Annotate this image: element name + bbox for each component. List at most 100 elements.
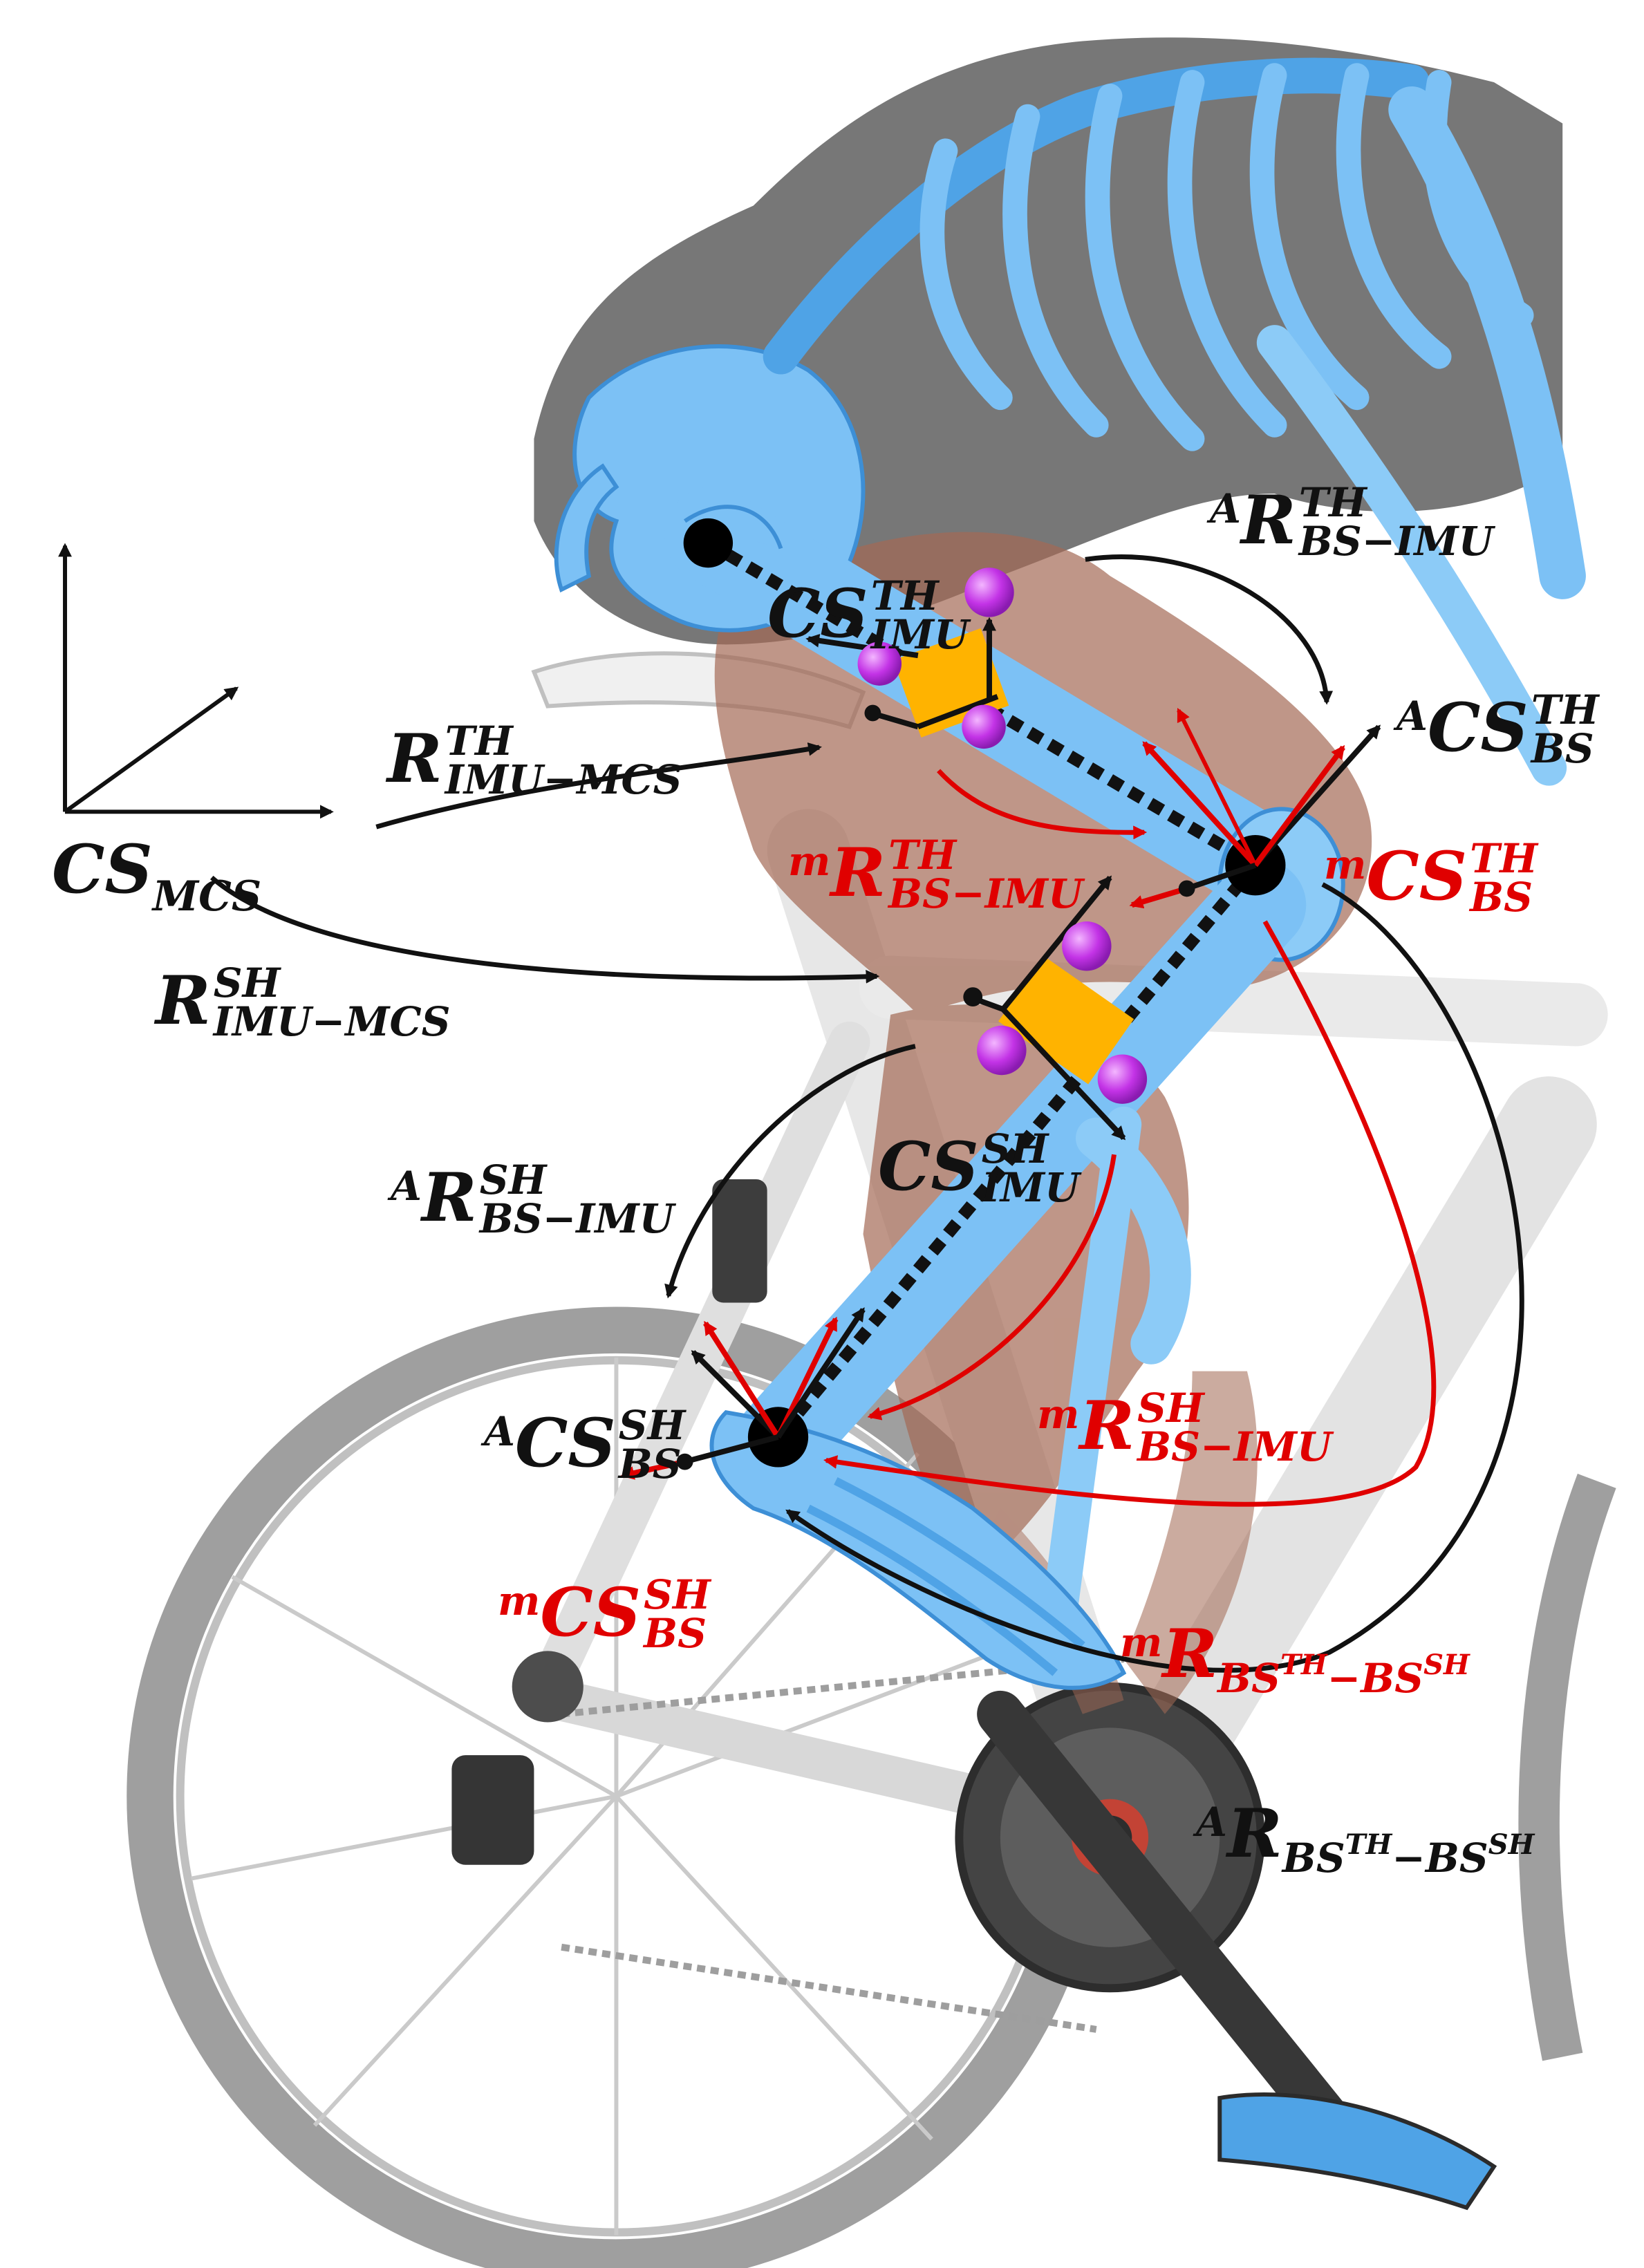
label-main: R: [156, 962, 211, 1040]
label-pre: m: [788, 838, 831, 885]
knee-frames: [1129, 707, 1381, 909]
label-main: CS: [1366, 837, 1468, 915]
label-sup: SH: [618, 1402, 686, 1450]
label-sup-a: TH: [1345, 1828, 1392, 1861]
label-main: R: [1227, 1794, 1282, 1873]
label-pre: m: [1037, 1391, 1080, 1438]
label-pre: m: [1120, 1619, 1163, 1666]
label-main: R: [830, 834, 886, 912]
arrow-a-r-bs-imu-sh: [664, 1044, 916, 1299]
label-sub-mid: −BS: [1392, 1835, 1488, 1882]
label-m-r-th-sh: mRBSTH−BSSH: [1120, 1619, 1470, 1699]
label-sup-b: SH: [1423, 1649, 1470, 1681]
label-sub: BS: [644, 1610, 707, 1658]
segment-axes: [704, 537, 1260, 1441]
label-main: R: [1079, 1387, 1135, 1465]
label-sub: BS−IMU: [1298, 518, 1494, 565]
label-pre: A: [1196, 1799, 1228, 1846]
label-sup: SH: [213, 959, 281, 1007]
fibula: [1037, 1106, 1142, 1664]
label-main: CS: [878, 1127, 979, 1206]
label-sub: IMU−MCS: [213, 998, 451, 1046]
label-main: CS: [515, 1404, 616, 1482]
arrow-r-imu-mcs-th: [375, 742, 822, 830]
arrow-r-imu-mcs-sh: [209, 875, 880, 984]
crank-arm: [977, 1690, 1367, 2163]
marker: [857, 641, 902, 686]
spine: [763, 57, 1430, 375]
label-pre: A: [1210, 485, 1242, 532]
label-pre: A: [391, 1163, 422, 1210]
label-sub: BS: [618, 1441, 682, 1488]
label-sup: TH: [1470, 835, 1538, 883]
black-transform-arrows: [209, 554, 1524, 1673]
label-main: R: [387, 720, 442, 798]
label-sub-a: BS: [1217, 1655, 1281, 1702]
mcs-frame: [58, 543, 334, 819]
hip-joint-center: [683, 518, 734, 568]
thigh-axis: [704, 537, 1259, 871]
label-sub: BS: [1470, 874, 1533, 921]
label-sup: TH: [445, 718, 513, 765]
down-tube: [1089, 1076, 1597, 1858]
forearm: [1256, 325, 1567, 786]
shoe-pedal: [1217, 2092, 1497, 2211]
label-sup-a: TH: [1280, 1649, 1327, 1681]
label-pre: A: [484, 1408, 516, 1455]
tibia: [736, 859, 1307, 1486]
label-sup: TH: [870, 572, 939, 620]
arrow-m-r-th-sh: [823, 920, 1437, 1507]
label-sub-mid: −BS: [1327, 1655, 1424, 1702]
arrow-a-r-bs-imu-th: [1085, 554, 1334, 705]
shank-imu: [963, 875, 1148, 1141]
label-cs-mcs: CSMCS: [52, 836, 261, 918]
arrow-m-r-bs-imu-th: [937, 769, 1148, 840]
skeleton: [554, 57, 1586, 2211]
label-a-r-th-sh: ARBSTH−BSSH: [1196, 1799, 1535, 1879]
marker: [1097, 1054, 1148, 1104]
label-sup: TH: [888, 832, 957, 879]
label-sup: TH: [1298, 479, 1367, 527]
label-main: CS: [52, 830, 153, 908]
humerus: [1388, 86, 1586, 599]
arrow-a-r-th-sh: [785, 882, 1524, 1673]
label-main: R: [422, 1159, 477, 1237]
label-sup: SH: [479, 1156, 547, 1204]
label-sup: SH: [644, 1571, 711, 1619]
label-sub: BS−IMU: [888, 870, 1083, 918]
label-sub: IMU: [870, 611, 969, 659]
label-sub-a: BS: [1282, 1835, 1345, 1882]
marker: [964, 568, 1014, 617]
shank-axis: [773, 861, 1260, 1441]
label-main: CS: [1428, 688, 1529, 767]
arrow-m-r-bs-imu-sh: [867, 1154, 1117, 1421]
ribcage: [919, 63, 1534, 451]
label-sup: SH: [981, 1125, 1049, 1173]
label-pre: m: [1324, 841, 1367, 888]
label-main: CS: [540, 1573, 642, 1651]
label-pre: A: [1397, 693, 1428, 740]
thigh-imu: [805, 568, 1014, 749]
marker: [962, 704, 1006, 749]
label-sup: SH: [1137, 1385, 1204, 1432]
label-sub: IMU−MCS: [445, 756, 682, 804]
label-sup: TH: [1531, 686, 1599, 734]
label-sub: BS−IMU: [479, 1195, 675, 1243]
marker: [977, 1025, 1027, 1076]
label-sup-b: SH: [1488, 1828, 1535, 1861]
label-main: CS: [767, 574, 868, 653]
